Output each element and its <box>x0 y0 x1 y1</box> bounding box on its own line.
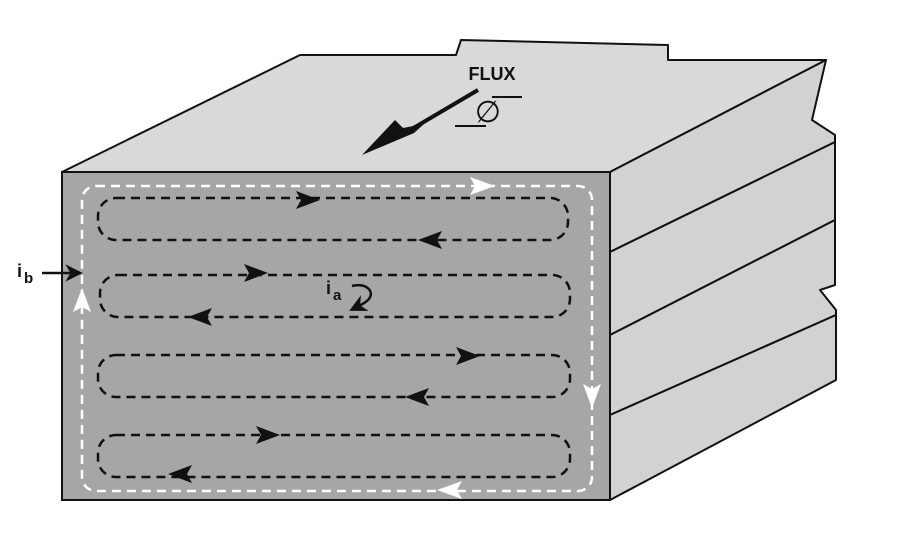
bulk-current-loop <box>80 184 594 493</box>
eddy-arrow-2-top <box>244 264 268 282</box>
ia-label-main: i <box>326 278 331 298</box>
bulk-arrow-left <box>73 288 91 312</box>
eddy-loop-1 <box>96 196 570 242</box>
ib-label-subscript: b <box>24 270 33 287</box>
bulk-arrow-top <box>470 177 495 195</box>
ia-label-subscript: a <box>333 287 342 304</box>
bulk-arrow-bottom <box>437 481 462 499</box>
flux-label: FLUX <box>469 64 516 84</box>
ia-curved-arrow <box>349 283 373 311</box>
core-front-face <box>61 171 611 501</box>
bulk-current-label: i b <box>17 261 83 287</box>
eddy-arrow-2-bottom <box>188 308 212 326</box>
flux-arrow <box>362 88 480 155</box>
core-side-laminations <box>609 59 837 501</box>
eddy-loop-4 <box>96 433 572 479</box>
eddy-loop-2 <box>98 273 572 319</box>
eddy-current-loops <box>96 196 572 479</box>
eddy-loop-3 <box>96 353 572 399</box>
eddy-direction-arrows <box>168 191 480 483</box>
eddy-arrow-3-bottom <box>405 388 429 406</box>
bulk-direction-arrows <box>73 177 601 499</box>
eddy-arrow-4-top <box>256 426 280 444</box>
eddy-arrow-1-top <box>296 191 320 209</box>
eddy-current-label: i a <box>326 278 373 311</box>
eddy-arrow-4-bottom <box>168 465 192 483</box>
flux-phi-symbol: ∅ <box>455 96 522 129</box>
bulk-arrow-right <box>583 384 601 408</box>
eddy-arrow-3-top <box>456 347 480 365</box>
ib-label-main: i <box>17 261 22 281</box>
phi-symbol: ∅ <box>475 96 501 129</box>
eddy-arrow-1-bottom <box>418 231 442 249</box>
